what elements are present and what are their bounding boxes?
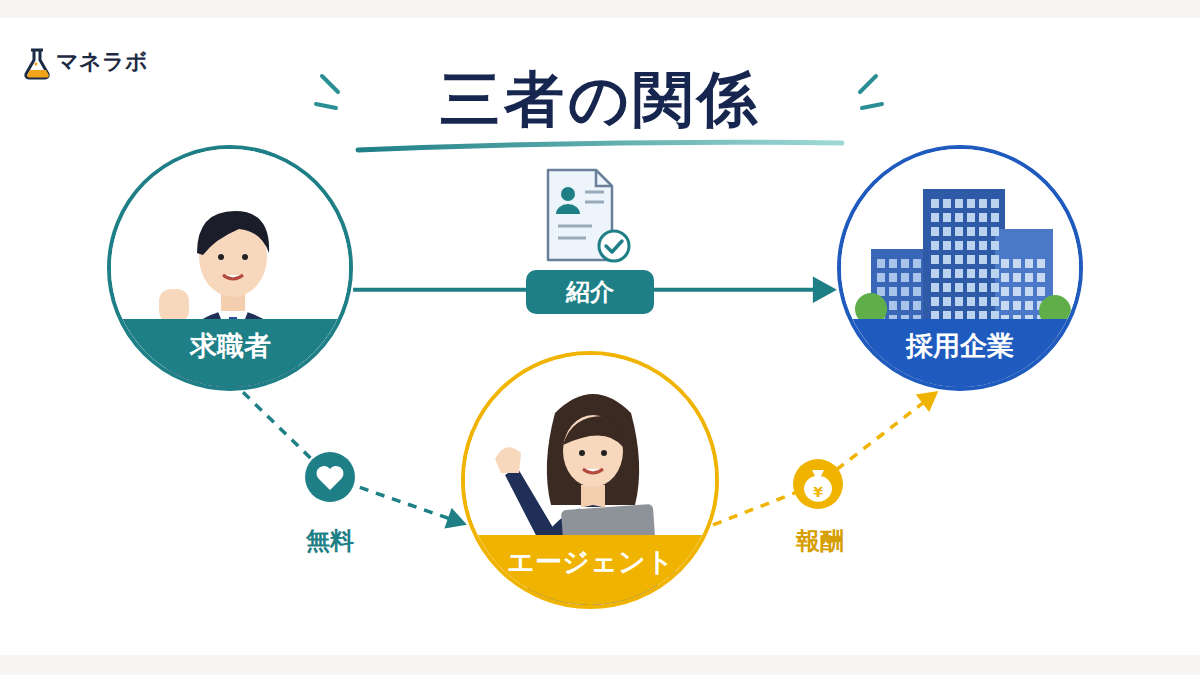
arrowhead [444,508,467,529]
title-underline [358,142,842,150]
arrowhead [916,391,939,412]
role-band: エージェント [465,535,715,605]
edge-label: 紹介 [526,270,654,314]
role-circle: エージェント [461,351,719,609]
bottom-strip [0,655,1200,675]
role-band: 採用企業 [841,319,1079,387]
heart-icon [305,452,355,502]
arrowhead [813,277,837,303]
logo-icon [26,50,49,78]
role-circle: 求職者 [107,145,353,391]
logo-text: マネラボ [56,47,148,77]
role-circle: 採用企業 [837,145,1083,391]
role-label: エージェント [507,544,674,580]
connector-line [713,401,926,525]
top-strip [0,0,1200,18]
edge-label: 無料 [303,525,357,557]
role-label: 求職者 [190,328,271,364]
role-band: 求職者 [111,319,349,387]
connector-line [243,392,452,519]
svg-text:¥: ¥ [813,484,823,500]
role-label: 採用企業 [906,328,1014,364]
edge-label: 報酬 [793,525,847,557]
diagram-title: 三者の関係 [440,60,761,141]
document-icon [548,170,629,261]
money-bag-icon: ¥ [793,459,843,509]
